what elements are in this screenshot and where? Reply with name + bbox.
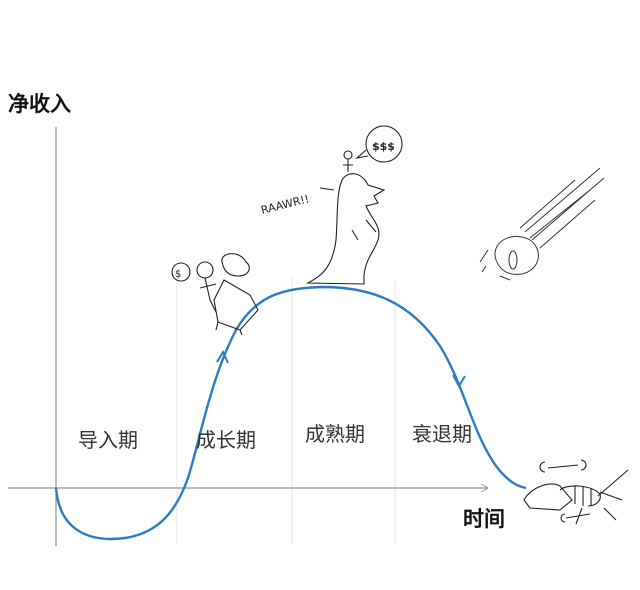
phase-dividers xyxy=(176,270,396,545)
dino-skeleton-sketch-icon xyxy=(523,459,629,525)
x-axis-arrow-icon xyxy=(480,483,490,493)
roar-text: RAAWR!! xyxy=(260,192,311,217)
down-arrow-icon xyxy=(452,374,466,389)
big-money-bubble: $$$ xyxy=(372,140,395,153)
up-arrow-icon xyxy=(216,349,229,364)
baby-dino-sketch-icon xyxy=(171,253,259,336)
lifecycle-curve xyxy=(54,285,527,541)
phase-introduction: 导入期 xyxy=(78,428,138,452)
small-money-bubble: $ xyxy=(175,269,181,280)
phase-maturity: 成熟期 xyxy=(305,422,365,446)
t-rex-sketch-icon xyxy=(306,125,403,285)
x-axis-label: 时间 xyxy=(463,507,505,531)
phase-decline: 衰退期 xyxy=(412,422,472,446)
meteor-sketch-icon xyxy=(479,167,605,281)
y-axis-label: 净收入 xyxy=(8,92,71,116)
phase-growth: 成长期 xyxy=(196,428,256,452)
